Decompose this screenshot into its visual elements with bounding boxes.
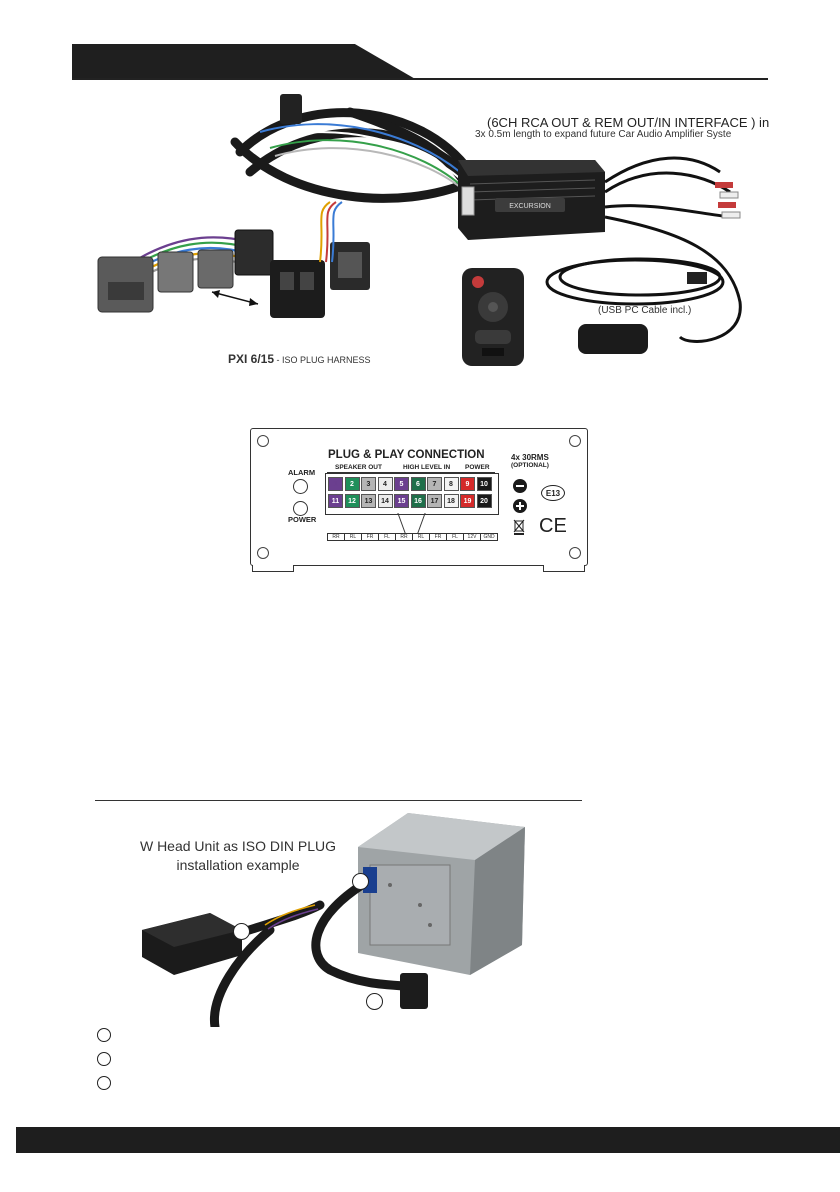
wire-label: GND (483, 534, 495, 540)
usb-cable-caption: (USB PC Cable incl.) (598, 305, 692, 316)
connector-top-row: 1 2 3 4 5 6 7 8 9 10 (328, 477, 492, 491)
panel-foot (543, 565, 585, 572)
group-speaker-out: SPEAKER OUT (335, 464, 382, 471)
wire-label: FR (362, 534, 379, 540)
screw-icon (257, 435, 269, 447)
pin-20: 20 (476, 494, 492, 508)
connection-panel: PLUG & PLAY CONNECTION SPEAKER OUT HIGH … (250, 428, 588, 566)
rca-interface-caption: (6CH RCA OUT & REM OUT/IN INTERFACE ) in (487, 115, 770, 130)
pin-9: 9 (460, 477, 475, 491)
harness-label: PXI 6/15 - ISO PLUG HARNESS (228, 350, 371, 368)
amp-brand-label: EXCURSION (509, 203, 551, 210)
screw-icon (569, 547, 581, 559)
plus-icon (513, 499, 527, 513)
rating-sub-label: (OPTIONAL) (511, 462, 549, 469)
wire-label: RL (345, 534, 362, 540)
install-caption: W Head Unit as ISO DIN PLUG installation… (133, 837, 343, 875)
group-divider (327, 472, 495, 473)
wire-label: RR (328, 534, 345, 540)
product-illustration: EXCURSION (97, 94, 742, 366)
pin-1: 1 (328, 477, 343, 491)
pin-19: 19 (460, 494, 475, 508)
power-led (293, 501, 308, 516)
wire-label: FR (430, 534, 447, 540)
connector-bottom-row: 11 12 13 14 15 16 17 18 19 20 (328, 494, 492, 508)
callout-marker-1 (352, 873, 369, 890)
rca-interface-caption-2: 3x 0.5m length to expand future Car Audi… (475, 129, 732, 140)
pin-18: 18 (443, 494, 459, 508)
wire-label: RL (413, 534, 430, 540)
pin-12: 12 (344, 494, 360, 508)
install-photo (130, 805, 530, 1032)
harness-model: PXI 6/15 (228, 352, 275, 366)
wire-label: RR (396, 534, 413, 540)
pin-5: 5 (394, 477, 409, 491)
wire-label: 12V (464, 534, 481, 540)
rating-label: 4x 30RMS (511, 453, 549, 462)
header-band (72, 44, 417, 80)
pin-7: 7 (427, 477, 442, 491)
list-marker-2 (97, 1052, 111, 1066)
install-caption-line2: installation example (176, 857, 300, 873)
screw-icon (257, 547, 269, 559)
pin-17: 17 (427, 494, 442, 508)
wire-label-strip: RR RL FR FL RR RL FR FL 12V GND (327, 533, 498, 541)
group-high-level-in: HIGH LEVEL IN (403, 464, 451, 471)
ce-mark: CE (539, 515, 567, 537)
alarm-label: ALARM (288, 468, 316, 477)
panel-title: PLUG & PLAY CONNECTION (328, 449, 485, 461)
callout-marker-3 (366, 993, 383, 1010)
panel-foot (252, 565, 294, 572)
screw-icon (569, 435, 581, 447)
minus-icon (513, 479, 527, 493)
e13-text: E13 (545, 488, 561, 498)
section-divider (95, 800, 582, 801)
pin-6: 6 (410, 477, 426, 491)
pin-10: 10 (476, 477, 492, 491)
install-caption-line1: W Head Unit as ISO DIN PLUG (139, 838, 337, 854)
list-marker-3 (97, 1076, 111, 1090)
wire-lead (397, 513, 416, 533)
wire-label: FL (447, 534, 464, 540)
pin-2: 2 (344, 477, 360, 491)
pin-3: 3 (361, 477, 376, 491)
group-power: POWER (465, 464, 490, 471)
wire-lead (417, 513, 436, 533)
install-illustration (142, 813, 525, 1032)
pin-15: 15 (394, 494, 409, 508)
pin-11: 11 (328, 494, 343, 508)
pin-14: 14 (377, 494, 393, 508)
alarm-led (293, 479, 308, 494)
list-marker-1 (97, 1028, 111, 1042)
footer-bar (16, 1127, 840, 1153)
callout-marker-2 (233, 923, 250, 940)
pin-16: 16 (410, 494, 426, 508)
power-label: POWER (288, 515, 317, 524)
pin-4: 4 (377, 477, 393, 491)
e13-mark: E13 (541, 485, 565, 501)
wire-label: FL (379, 534, 396, 540)
connector-block (325, 473, 499, 515)
weee-bin-icon (513, 519, 525, 535)
header-rule (72, 78, 768, 80)
pin-13: 13 (361, 494, 376, 508)
harness-type: - ISO PLUG HARNESS (274, 355, 371, 365)
pin-8: 8 (443, 477, 459, 491)
product-photo: EXCURSION (6CH RCA OUT & (90, 92, 780, 382)
